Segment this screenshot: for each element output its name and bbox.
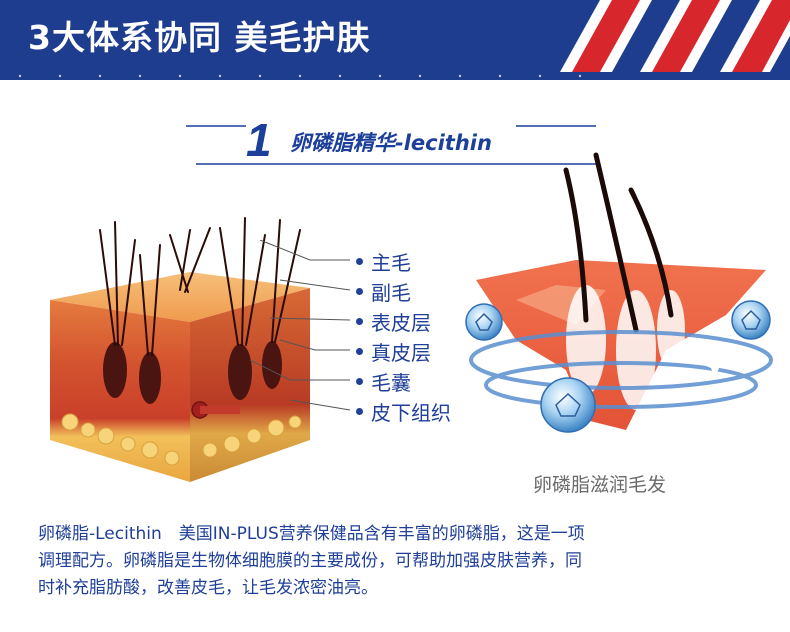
label-text: 毛囊 <box>371 370 411 395</box>
header-banner: 3大体系协同 美毛护肤 <box>0 0 790 80</box>
section-title: 卵磷脂精华-lecithin <box>290 131 492 155</box>
label-text: 主毛 <box>371 250 411 275</box>
hair-nourishing-illustration <box>456 150 786 450</box>
section-heading: 1 卵磷脂精华-lecithin <box>186 112 606 172</box>
bullet-dot <box>356 287 363 295</box>
description-block: 卵磷脂-Lecithin 美国IN-PLUS营养保健品含有丰富的卵磷脂，这是一项… <box>38 521 778 602</box>
label-text: 副毛 <box>371 280 411 305</box>
label-hair-follicle: 毛囊 <box>356 368 411 395</box>
bullet-dot <box>356 347 363 355</box>
label-leader-lines <box>249 240 351 411</box>
section-number: 1 <box>246 114 272 166</box>
banner-background <box>0 0 790 80</box>
label-dermis: 真皮层 <box>356 338 431 365</box>
bullet-dot <box>356 317 363 325</box>
skin-cross-section-illustration <box>40 200 360 490</box>
description-line: 卵磷脂-Lecithin 美国IN-PLUS营养保健品含有丰富的卵磷脂，这是一项 <box>38 524 585 544</box>
label-epidermis: 表皮层 <box>356 308 431 335</box>
label-subcutaneous: 皮下组织 <box>356 398 451 425</box>
description-line: 时补充脂肪酸，改善皮毛，让毛发浓密油亮。 <box>38 578 378 598</box>
label-text: 表皮层 <box>371 310 431 335</box>
bullet-dot <box>356 257 363 265</box>
description-line: 调理配方。卵磷脂是生物体细胞膜的主要成份，可帮助加强皮肤营养，同 <box>38 551 582 571</box>
label-secondary-hair: 副毛 <box>356 278 411 305</box>
label-primary-hair: 主毛 <box>356 248 411 275</box>
hair-caption: 卵磷脂滋润毛发 <box>533 474 667 496</box>
label-text: 皮下组织 <box>371 400 451 425</box>
bullet-dot <box>356 377 363 385</box>
label-text: 真皮层 <box>371 340 431 365</box>
skin-labels-list: 主毛 副毛 表皮层 真皮层 毛囊 皮下组织 <box>300 248 480 428</box>
section-underline <box>186 125 600 165</box>
bullet-dot <box>356 407 363 415</box>
banner-title: 3大体系协同 美毛护肤 <box>28 18 371 57</box>
